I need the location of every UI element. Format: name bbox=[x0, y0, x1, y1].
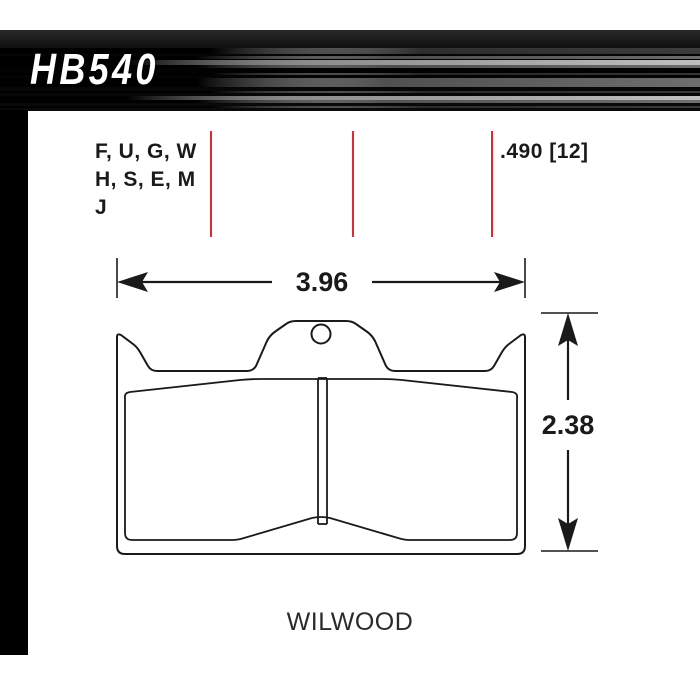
compound-codes-list: F, U, G, W H, S, E, M J bbox=[95, 138, 305, 222]
spec-divider-right bbox=[491, 131, 493, 237]
left-border-rail bbox=[0, 110, 28, 655]
compound-codes-line-1: F, U, G, W bbox=[95, 140, 197, 163]
spec-divider-left bbox=[210, 131, 212, 237]
speed-streaks-graphic bbox=[0, 30, 700, 111]
thickness-spec: .490 [12] bbox=[500, 140, 589, 163]
part-number-title: HB540 bbox=[30, 45, 159, 94]
spec-divider-middle bbox=[352, 131, 354, 237]
compound-codes-line-2: H, S, E, M bbox=[95, 168, 196, 191]
header-banner: HB540 bbox=[0, 30, 700, 111]
compound-codes-line-3: J bbox=[95, 196, 108, 219]
brand-name: WILWOOD bbox=[286, 608, 414, 636]
